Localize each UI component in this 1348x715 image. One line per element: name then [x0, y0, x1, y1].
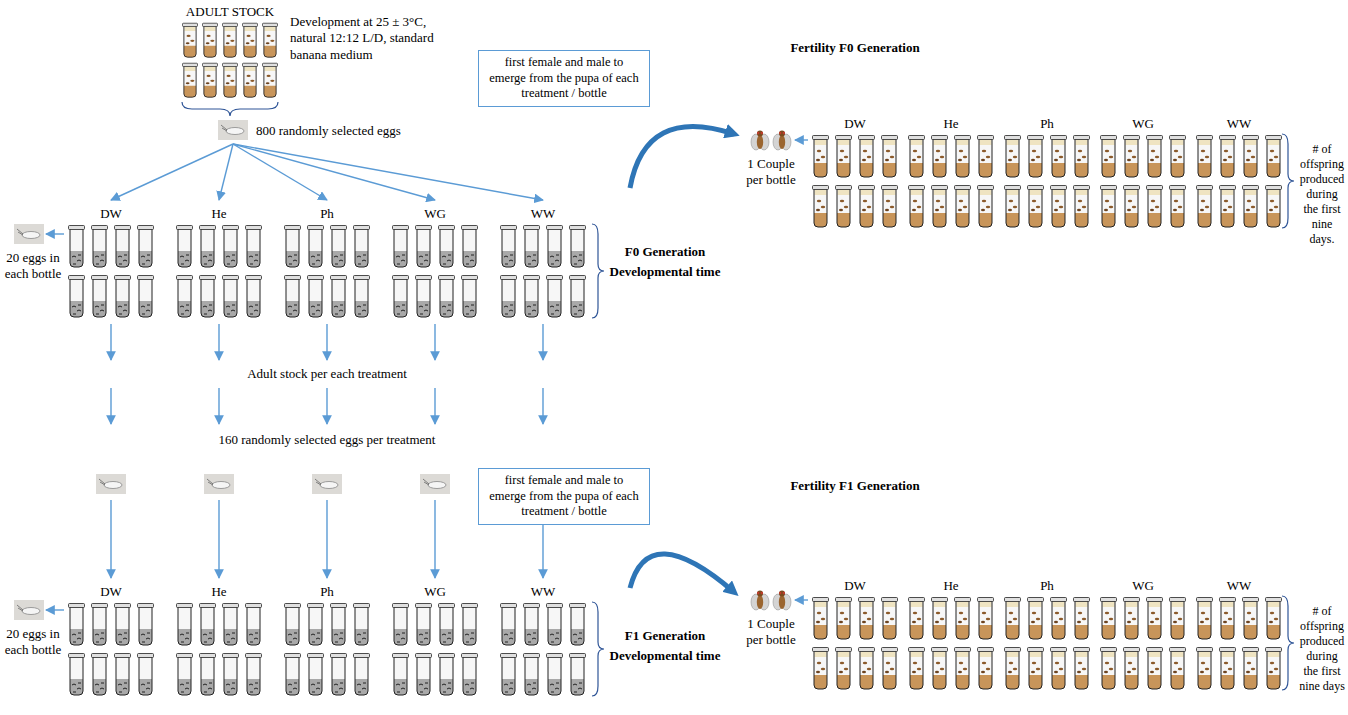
treatment-label: WG: [415, 206, 455, 222]
treatment-label: Ph: [307, 584, 347, 600]
treatment-label: WW: [1219, 578, 1259, 594]
egg-note: 160 randomly selected eggs per treatment: [177, 432, 477, 448]
step-box: first female and male to emerge from the…: [478, 468, 650, 525]
treatment-label: DW: [91, 206, 131, 222]
step-box: first female and male to emerge from the…: [478, 50, 650, 107]
egg-note: 800 randomly selected eggs: [256, 123, 466, 139]
offspring-note: # of offspring produced during the first…: [1298, 604, 1346, 694]
treatment-label: WW: [523, 206, 563, 222]
treatment-label: Ph: [307, 206, 347, 222]
conditions-note: Development at 25 ± 3°C, natural 12:12 L…: [290, 14, 448, 63]
box-text: first female and male to emerge from the…: [485, 473, 643, 520]
offspring-note: # of offspring produced during the first…: [1298, 142, 1346, 247]
treatment-label: DW: [835, 578, 875, 594]
treatment-label: Ph: [1027, 578, 1067, 594]
treatment-label: WG: [1123, 578, 1163, 594]
stock-note: Adult stock per each treatment: [197, 366, 457, 382]
generation-label: F1 Generation: [600, 628, 730, 644]
bottle-note: 20 eggs in each bottle: [1, 626, 65, 659]
stage-label: Developmental time: [600, 264, 730, 280]
stage-label: Developmental time: [600, 648, 730, 664]
bottle-note: 20 eggs in each bottle: [1, 250, 65, 283]
treatment-label: Ph: [1027, 116, 1067, 132]
treatment-label: DW: [835, 116, 875, 132]
section-heading: Fertility F0 Generation: [760, 40, 950, 56]
treatment-label: WW: [523, 584, 563, 600]
couple-note: 1 Couple per bottle: [740, 156, 802, 189]
treatment-label: He: [199, 206, 239, 222]
couple-note: 1 Couple per bottle: [740, 616, 802, 649]
treatment-label: He: [931, 578, 971, 594]
generation-label: F0 Generation: [600, 244, 730, 260]
section-heading: Fertility F1 Generation: [760, 478, 950, 494]
box-text: first female and male to emerge from the…: [485, 55, 643, 102]
treatment-label: WG: [1123, 116, 1163, 132]
stock-title: ADULT STOCK: [160, 4, 300, 20]
treatment-label: WG: [415, 584, 455, 600]
treatment-label: He: [931, 116, 971, 132]
treatment-label: He: [199, 584, 239, 600]
treatment-label: DW: [91, 584, 131, 600]
treatment-label: WW: [1219, 116, 1259, 132]
